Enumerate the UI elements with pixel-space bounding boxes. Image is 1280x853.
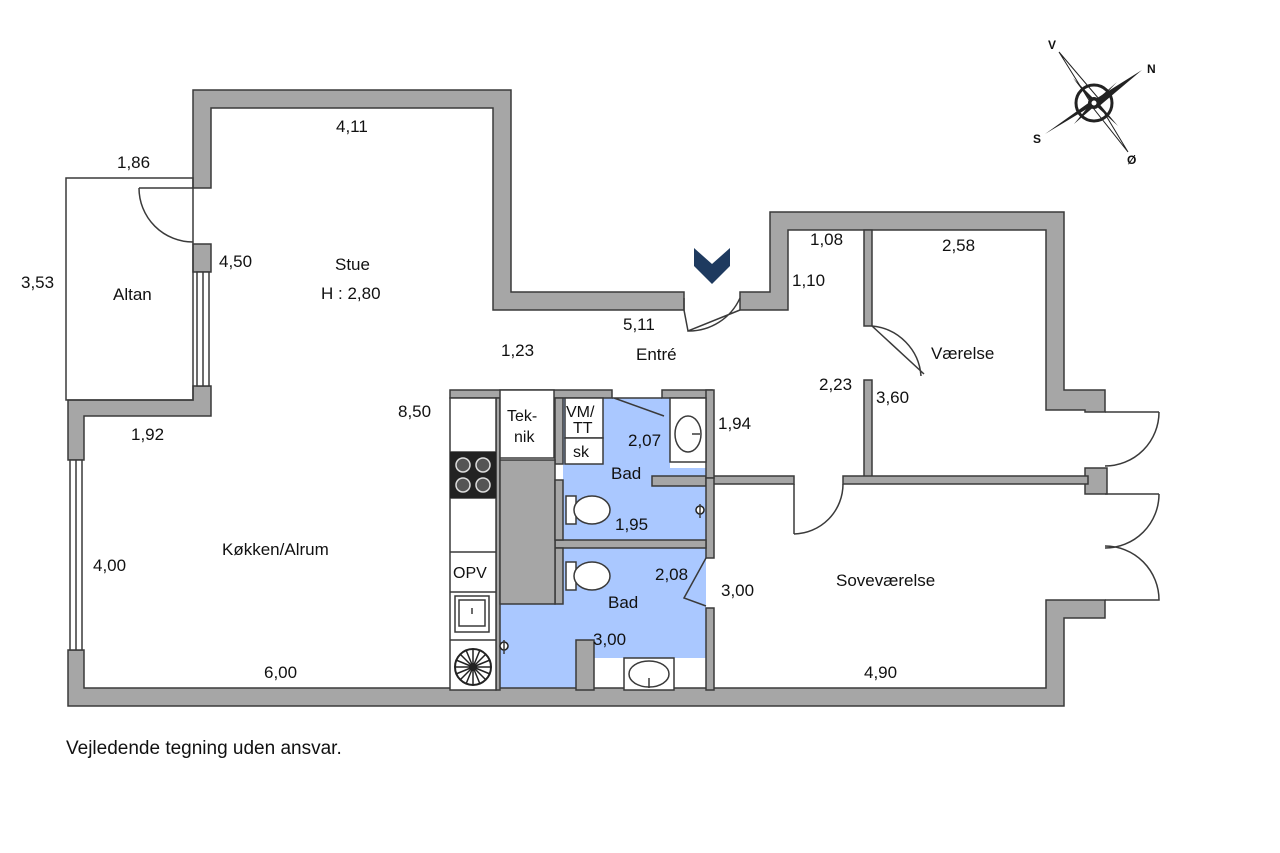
entrance-arrow-icon — [694, 248, 730, 284]
room-label-sovevaerelse: Soveværelse — [836, 571, 935, 590]
toilet-icon — [565, 561, 611, 591]
washbasin-icon — [669, 397, 707, 463]
room-label-altan: Altan — [113, 285, 152, 304]
dimension-label: 4,00 — [93, 556, 126, 575]
room-ceiling-height: H : 2,80 — [321, 284, 381, 303]
room-label-opv: OPV — [453, 565, 487, 582]
shower-icon — [499, 504, 705, 654]
dimension-label: 2,23 — [819, 375, 852, 394]
room-label-teknik-2: nik — [514, 429, 535, 446]
dimension-label: 3,60 — [876, 388, 909, 407]
technical-room-box — [499, 389, 555, 459]
kitchen-sink-icon — [454, 595, 490, 633]
disclaimer-text: Vejledende tegning uden ansvar. — [66, 738, 342, 759]
room-label-vm: VM/ — [566, 404, 595, 421]
dimension-label: 1,86 — [117, 153, 150, 172]
dimension-label: 6,00 — [264, 663, 297, 682]
balcony-outline — [65, 177, 194, 401]
dimension-label: 3,00 — [721, 581, 754, 600]
room-label-entre: Entré — [636, 345, 677, 364]
utility-cabinets — [564, 397, 604, 465]
dimension-label: 4,90 — [864, 663, 897, 682]
dimension-label: 1,92 — [131, 425, 164, 444]
washbasin-icon — [623, 657, 675, 691]
compass-rose-icon — [1045, 51, 1142, 153]
compass-south-label: S — [1033, 132, 1041, 146]
dimension-label: 1,08 — [810, 230, 843, 249]
room-label-bad-2: Bad — [608, 593, 638, 612]
doors — [138, 187, 1160, 607]
dimension-label: 8,50 — [398, 402, 431, 421]
fan-icon — [454, 648, 492, 686]
dimension-label: 2,07 — [628, 431, 661, 450]
room-label-bad-1: Bad — [611, 464, 641, 483]
room-label-teknik-1: Tek- — [507, 408, 537, 425]
dimension-label: 2,58 — [942, 236, 975, 255]
room-label-kokken: Køkken/Alrum — [222, 540, 329, 559]
room-label-skab: sk — [573, 444, 590, 461]
dimension-label: 3,00 — [593, 630, 626, 649]
compass-east-label: Ø — [1127, 153, 1136, 167]
kitchen-counter — [449, 397, 497, 691]
compass-west-label: V — [1048, 38, 1056, 52]
stove-icon — [450, 452, 496, 498]
dimension-label: 1,10 — [792, 271, 825, 290]
dimension-label: 1,23 — [501, 341, 534, 360]
dimension-label: 2,08 — [655, 565, 688, 584]
dimension-label: 3,53 — [21, 273, 54, 292]
room-label-tt: TT — [573, 420, 593, 437]
room-label-stue: Stue — [335, 255, 370, 274]
dimension-label: 1,94 — [718, 414, 751, 433]
dimension-label: 4,50 — [219, 252, 252, 271]
dimension-label: 1,95 — [615, 515, 648, 534]
dimension-label: 5,11 — [623, 315, 655, 334]
dimension-label: 4,11 — [336, 117, 368, 136]
compass-north-label: N — [1147, 62, 1156, 76]
toilet-icon — [565, 495, 611, 525]
room-label-vaerelse: Værelse — [931, 344, 994, 363]
windows — [69, 271, 210, 651]
